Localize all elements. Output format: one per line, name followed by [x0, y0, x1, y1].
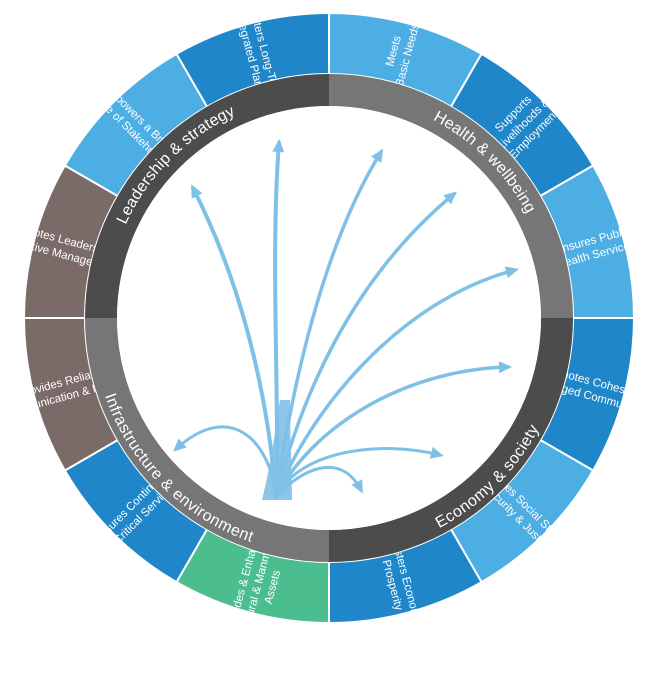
dimension-shape: [85, 74, 329, 318]
arrow-head: [191, 184, 203, 199]
growth-arrow-2: [273, 141, 281, 499]
arrow-head: [429, 446, 444, 459]
growth-arrow-3: [274, 150, 383, 499]
growth-arrow-5: [274, 268, 517, 499]
growth-arrows: [173, 139, 519, 500]
goal-segment-ensures-public-health-services: Ensures PublicHealth Services: [538, 164, 637, 319]
goal-segment-ensures-social-stability-security-justice: Ensures Social StabilitySecurity & Justi…: [449, 438, 595, 584]
arrow-head: [173, 438, 187, 452]
arrow-head: [498, 361, 512, 374]
goal-segment-supports-livelihoods-employment: SupportsLivelihoods &Employment: [449, 52, 595, 198]
dimension-shape: [329, 318, 573, 562]
growth-arrow-4: [274, 192, 456, 499]
growth-arrow-6: [274, 365, 510, 499]
arrow-head: [443, 191, 458, 205]
dimension-shape: [85, 318, 329, 562]
growth-arrow-9: [174, 425, 278, 499]
growth-arrow-1: [191, 186, 278, 499]
arrow-head: [371, 148, 384, 163]
arrow-head: [504, 266, 519, 279]
arrow-head: [351, 479, 363, 494]
dimension-shape: [329, 74, 573, 318]
arrow-head: [272, 139, 285, 153]
growth-arrow-8: [274, 465, 363, 499]
growth-arrow-7: [274, 447, 442, 499]
